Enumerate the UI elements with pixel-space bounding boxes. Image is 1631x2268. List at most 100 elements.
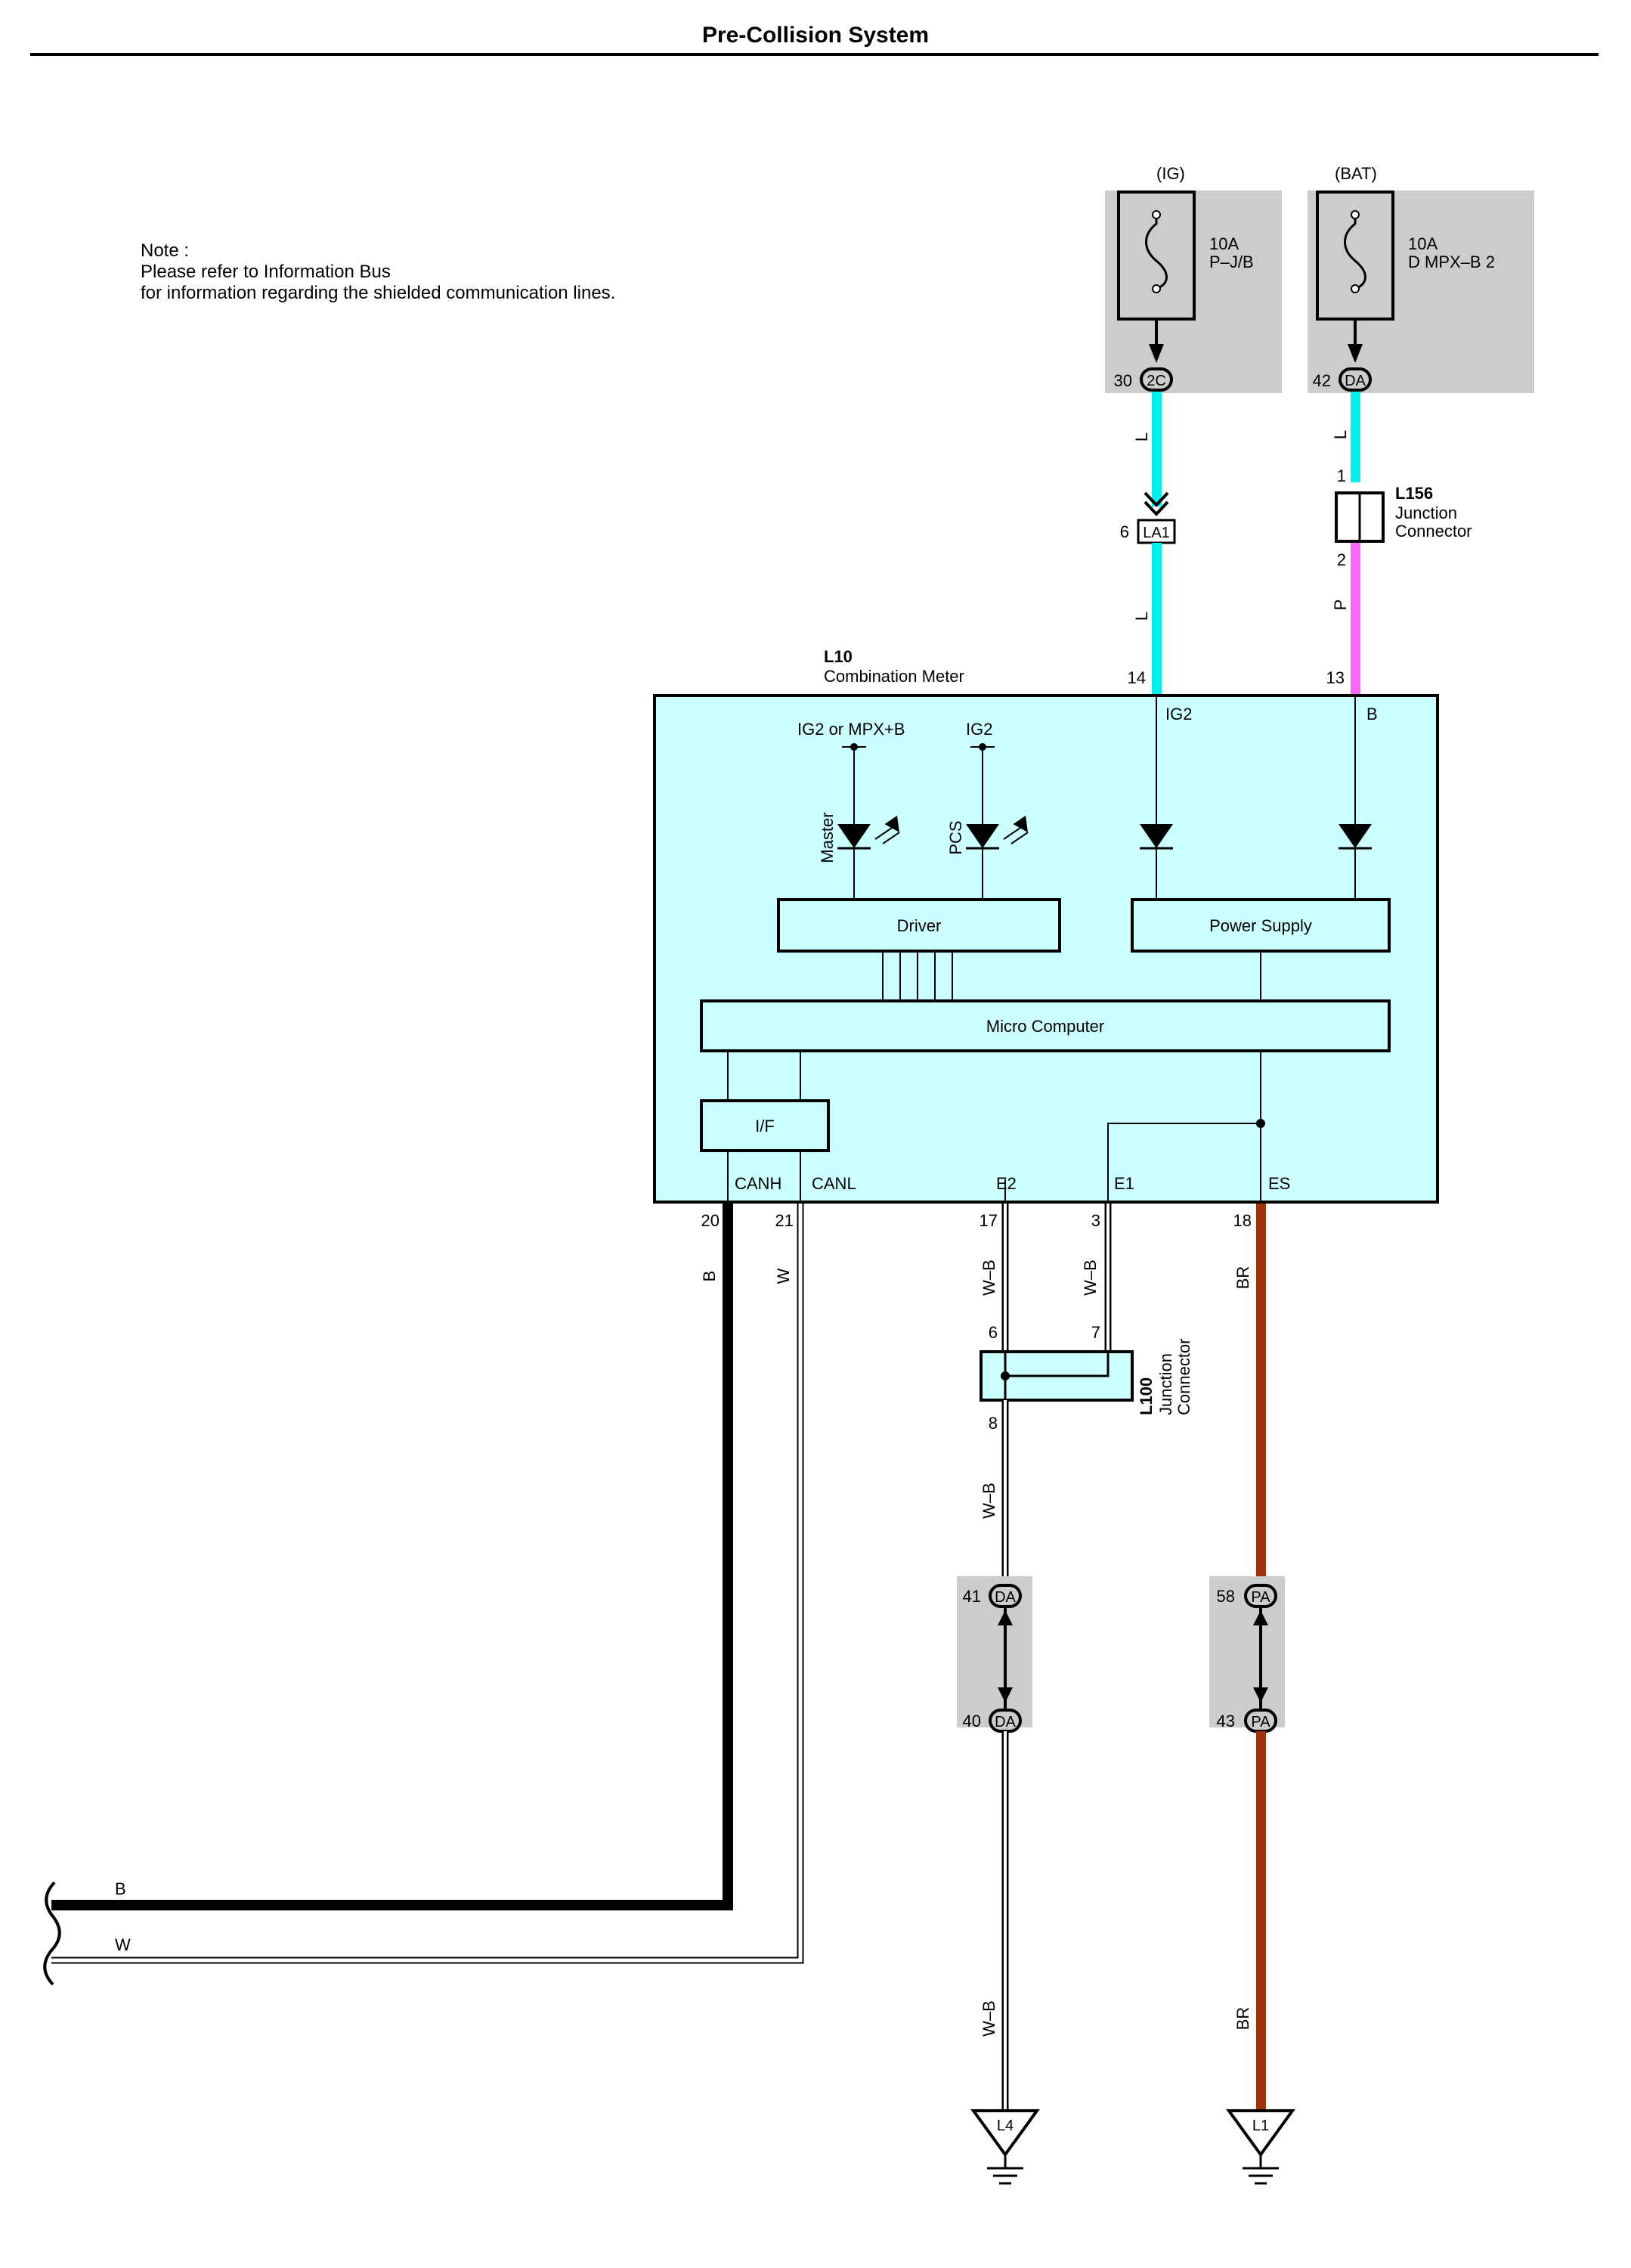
wire-ig-upper-label: L xyxy=(1132,432,1151,442)
pin-41-label: 41 xyxy=(963,1587,981,1606)
connector-l100-name1: Junction xyxy=(1156,1353,1175,1415)
connector-l156-id: L156 xyxy=(1395,484,1433,503)
fuse-bat-rating: 10A xyxy=(1408,234,1438,253)
wire-canh-label: B xyxy=(700,1271,719,1282)
break-mark-icon xyxy=(43,1881,61,1986)
arrow-down-icon xyxy=(1149,344,1164,363)
fuse-ig-name: P–J/B xyxy=(1209,253,1254,271)
meter-name: Combination Meter xyxy=(824,667,964,686)
if-block xyxy=(700,1099,830,1152)
led-pcs-label: PCS xyxy=(946,820,965,854)
power-supply-label: Power Supply xyxy=(1209,916,1312,935)
connector-2c-label: 2C xyxy=(1147,373,1166,389)
note-block: Note : Please refer to Information Bus f… xyxy=(141,240,615,304)
note-line-1: Please refer to Information Bus xyxy=(141,262,391,282)
diode-icon xyxy=(1140,824,1173,848)
arrow-up-icon xyxy=(998,1610,1013,1625)
pin-58-label: 58 xyxy=(1217,1587,1235,1606)
pin-40-label: 40 xyxy=(963,1712,981,1730)
led-master-supply: IG2 or MPX+B xyxy=(797,720,905,739)
arrow-down-icon xyxy=(1348,344,1363,363)
fuse-ig-source: (IG) xyxy=(1156,164,1185,183)
wire-canh xyxy=(51,1204,733,1910)
pin-20-label: 20 xyxy=(701,1211,720,1230)
pin-es-label: ES xyxy=(1268,1174,1290,1193)
pin-6-l100-label: 6 xyxy=(989,1323,998,1342)
wire-bat-upper xyxy=(1351,392,1360,482)
connector-l156-name1: Junction xyxy=(1395,503,1457,522)
connector-la1-label: LA1 xyxy=(1143,525,1170,541)
pin-21-label: 21 xyxy=(775,1211,794,1230)
ground-l1-label: L1 xyxy=(1252,2118,1269,2134)
power-supply-block xyxy=(1131,898,1391,953)
pin-30-label: 30 xyxy=(1114,371,1132,390)
wire-ig-upper xyxy=(1152,392,1162,507)
page-title: Pre-Collision System xyxy=(701,23,930,48)
led-pcs-icon xyxy=(966,824,999,848)
pin-18-label: 18 xyxy=(1233,1211,1252,1230)
wire-ground-l1-label: BR xyxy=(1233,2007,1252,2031)
led-master-icon xyxy=(837,824,871,848)
bus-b-label: B xyxy=(115,1879,126,1898)
connector-l100-name2: Connector xyxy=(1175,1338,1193,1415)
note-line-2: for information regarding the shielded c… xyxy=(141,283,616,303)
fuse-bat-name: D MPX–B 2 xyxy=(1408,253,1495,271)
connector-da-bottom-label: DA xyxy=(995,1714,1016,1730)
wire-es-upper xyxy=(1256,1204,1266,1584)
connector-l100-id: L100 xyxy=(1137,1377,1156,1415)
meter-ig2-label: IG2 xyxy=(1165,705,1192,723)
pin-3-label: 3 xyxy=(1091,1211,1100,1230)
connector-pa-top-label: PA xyxy=(1251,1589,1270,1606)
meter-b-label: B xyxy=(1366,705,1378,723)
fuse-bat-symbol xyxy=(1344,215,1366,290)
wire-l100-out-label: W–B xyxy=(980,1483,998,1519)
pin-canl-label: CANL xyxy=(812,1174,856,1193)
fuse-ig-group: (IG) 10A P–J/B 2C 30 xyxy=(1105,164,1282,393)
meter-id: L10 xyxy=(824,647,853,666)
wire-canl-label: W xyxy=(774,1268,793,1284)
wire-ground-l1 xyxy=(1256,1731,1266,2109)
pin-2-l156-label: 2 xyxy=(1337,550,1346,569)
driver-block xyxy=(777,898,1061,953)
connector-2c xyxy=(1140,367,1173,392)
wire-ig-lower-label: L xyxy=(1132,612,1151,621)
connector-pa-bottom-label: PA xyxy=(1251,1714,1270,1730)
pin-6-la1-label: 6 xyxy=(1120,522,1129,541)
connector-da-top-label: DA xyxy=(995,1589,1016,1606)
pin-e1-label: E1 xyxy=(1114,1174,1134,1193)
micro-computer-label: Micro Computer xyxy=(986,1017,1104,1036)
if-label: I/F xyxy=(755,1117,775,1136)
pin-1-l156-label: 1 xyxy=(1337,466,1346,485)
pin-e2-label: E2 xyxy=(996,1174,1017,1193)
fuse-bat-group: (BAT) 10A D MPX–B 2 DA 42 xyxy=(1308,164,1534,393)
title-rule xyxy=(30,53,1599,56)
pin-43-label: 43 xyxy=(1217,1712,1235,1730)
fuse-ig-rating: 10A xyxy=(1209,234,1239,253)
pin-14-label: 14 xyxy=(1128,668,1146,687)
wire-bat-lower-label: P xyxy=(1331,600,1350,611)
ground-l4-label: L4 xyxy=(997,2118,1014,2134)
led-master-label: Master xyxy=(818,812,837,863)
wire-e1-label: W–B xyxy=(1081,1259,1100,1296)
led-pcs-supply: IG2 xyxy=(966,720,992,739)
connector-da-bat xyxy=(1339,367,1372,392)
wire-canl xyxy=(51,1204,803,1963)
connector-l156-name2: Connector xyxy=(1395,522,1472,541)
ground-l1-icon xyxy=(1226,2109,1295,2158)
ground-l4-icon xyxy=(970,2109,1040,2158)
bus-w-label: W xyxy=(115,1935,131,1954)
pin-13-label: 13 xyxy=(1326,668,1345,687)
wire-ig-lower xyxy=(1152,543,1162,694)
diode-icon xyxy=(1339,824,1372,848)
fuse-bat-source: (BAT) xyxy=(1335,164,1377,183)
micro-computer-block xyxy=(700,999,1391,1052)
pin-42-label: 42 xyxy=(1313,371,1331,390)
fuse-ig-symbol xyxy=(1145,215,1168,290)
wire-e2-label: W–B xyxy=(980,1259,998,1296)
note-heading: Note : xyxy=(141,240,190,261)
wire-bat-lower xyxy=(1351,543,1360,694)
arrow-up-icon xyxy=(1253,1610,1268,1625)
pin-7-l100-label: 7 xyxy=(1091,1323,1100,1342)
arrow-down-icon xyxy=(998,1687,1013,1703)
wire-canl-outline xyxy=(51,1204,804,1964)
